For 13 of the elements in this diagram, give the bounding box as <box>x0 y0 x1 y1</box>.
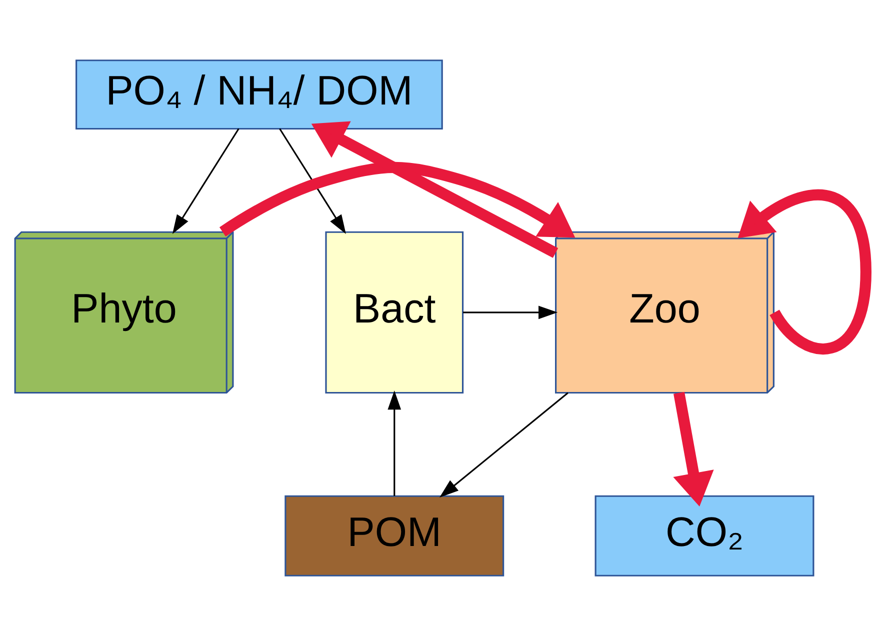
arrow <box>388 390 402 496</box>
arrow <box>172 128 240 234</box>
node-box: POM <box>284 495 504 576</box>
arrow <box>673 392 714 506</box>
node-box: CO₂ <box>594 495 814 576</box>
node-box: Bact <box>325 231 464 394</box>
node-box: PO₄ / NH₄/ DOM <box>76 60 443 130</box>
arrow <box>220 162 576 238</box>
arrow <box>738 189 872 354</box>
arrow <box>440 392 568 498</box>
arrow <box>311 121 558 258</box>
arrow <box>463 306 558 320</box>
arrow <box>279 128 346 234</box>
